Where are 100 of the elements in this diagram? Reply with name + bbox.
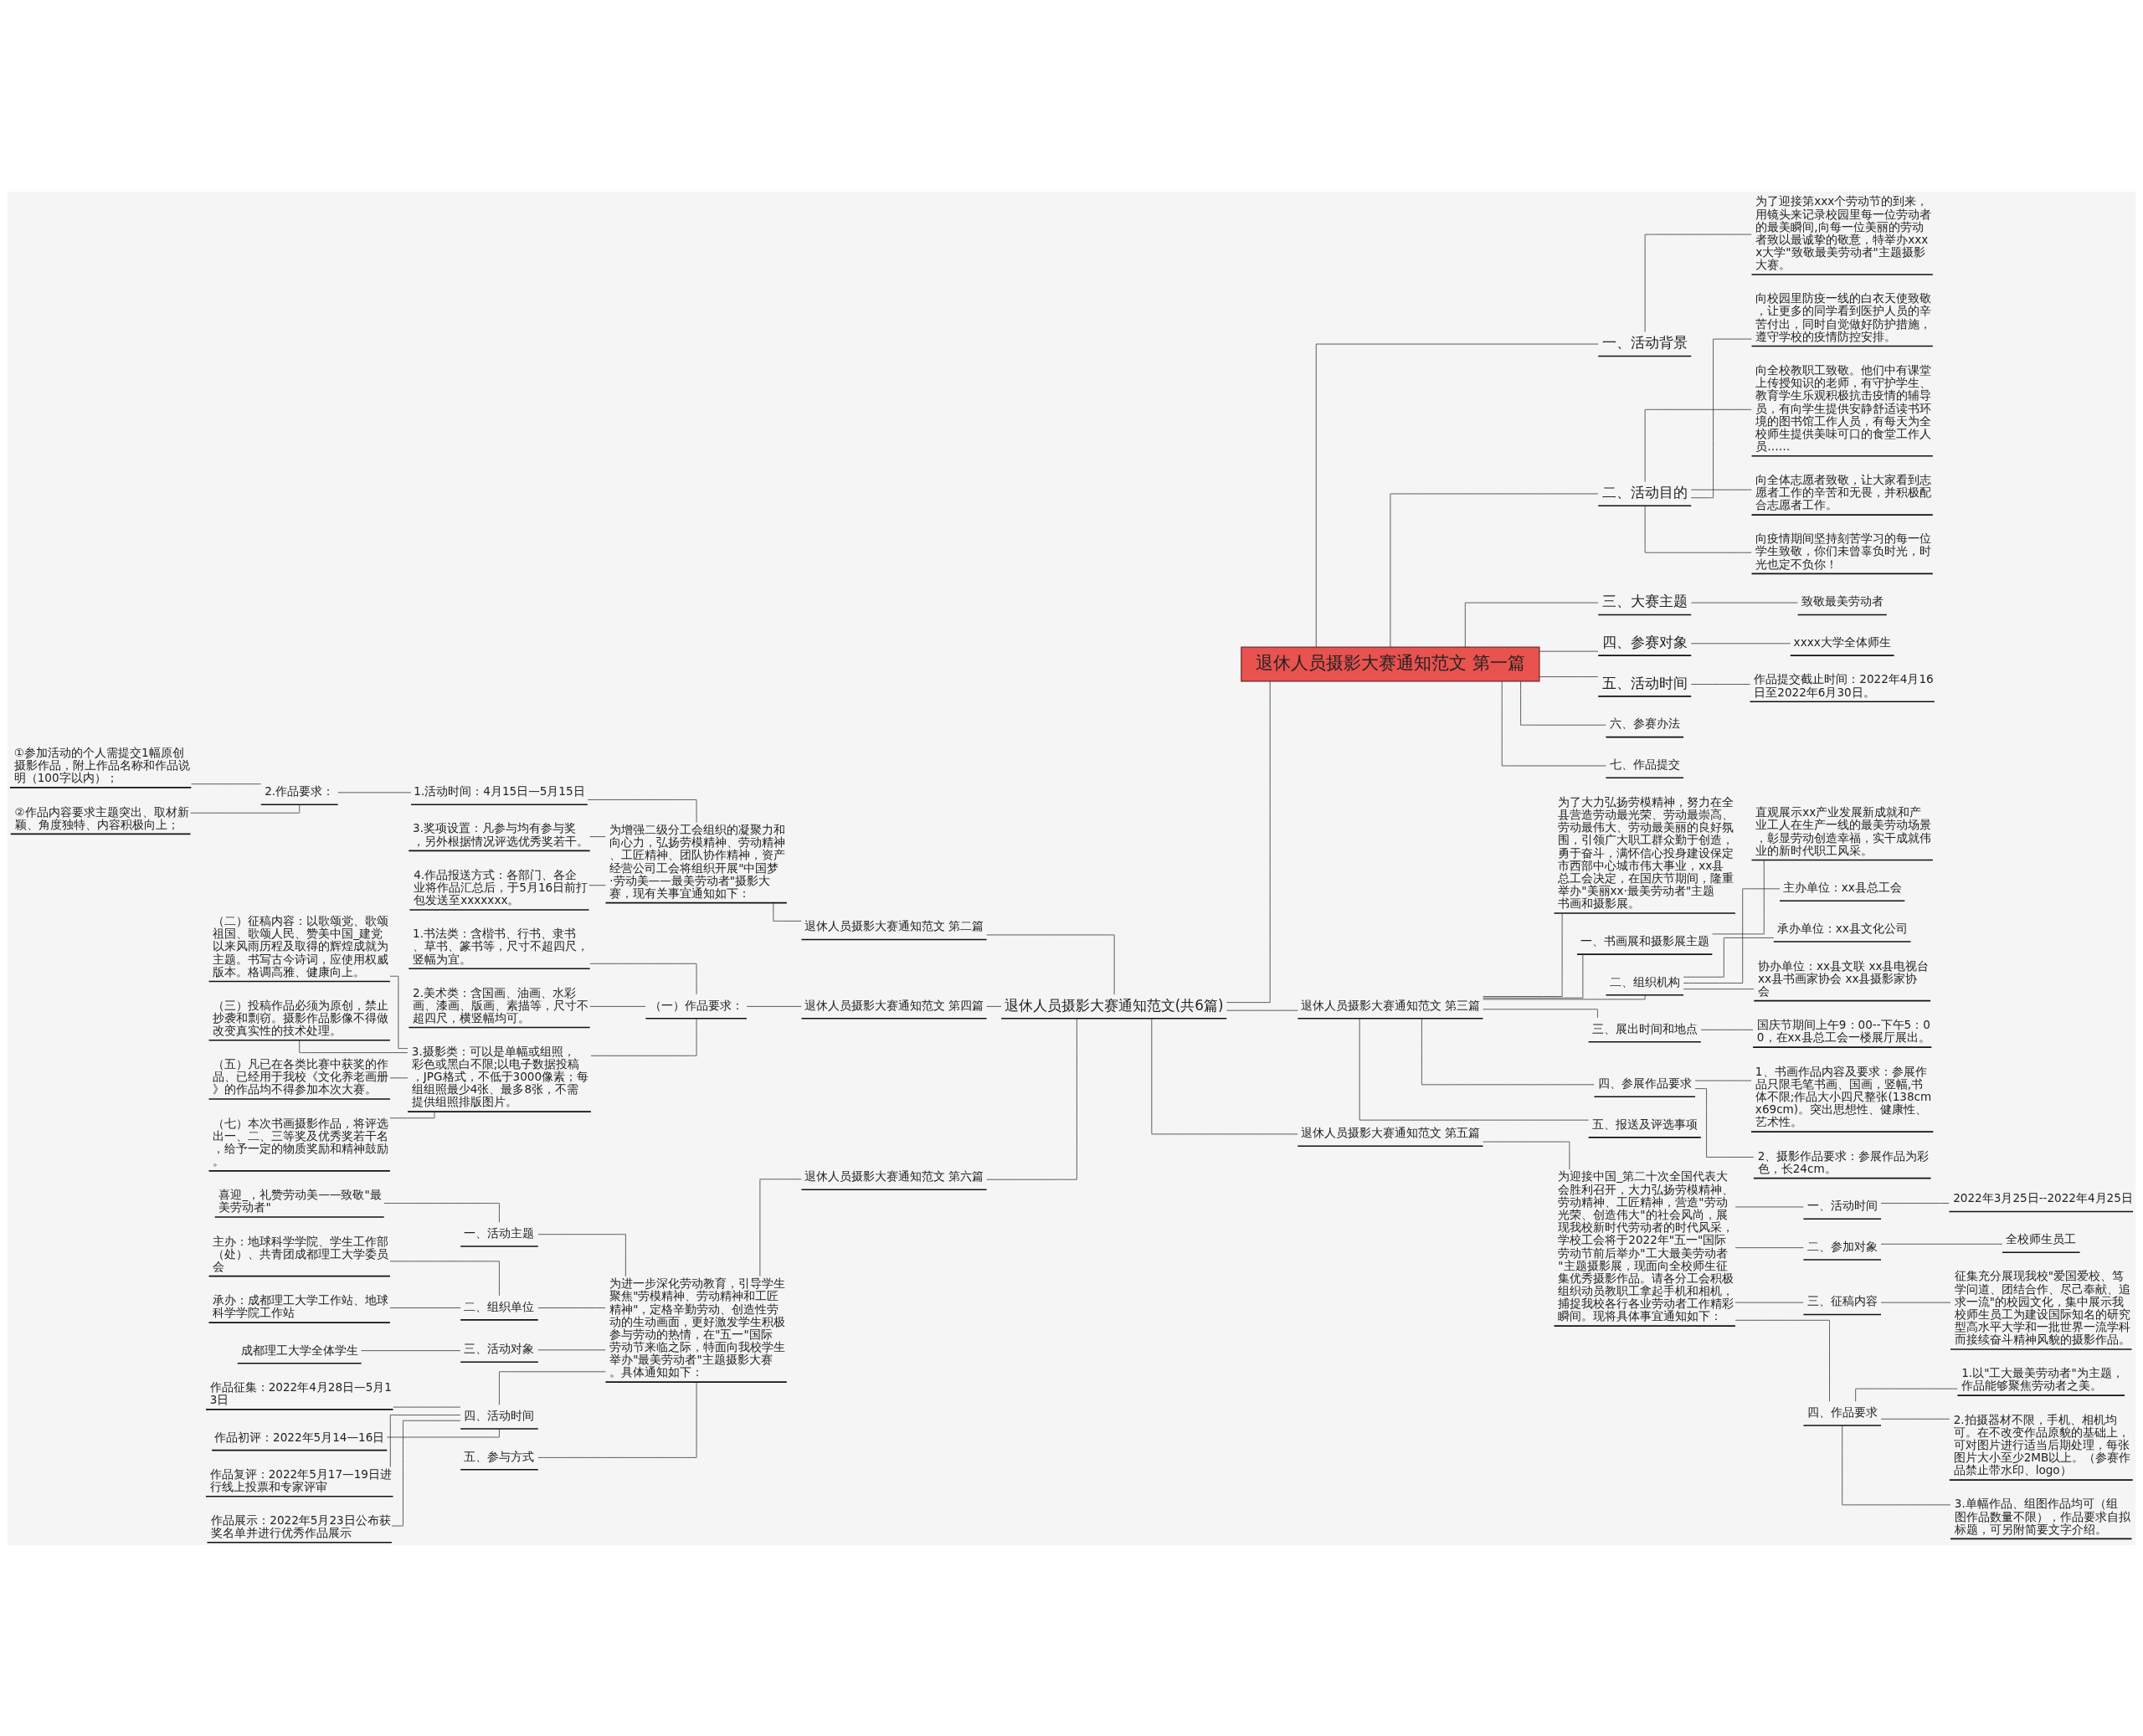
node-text: 1.以"工大最美劳动者"为主题，作品能够聚焦劳动者之美。 <box>1961 1365 2124 1392</box>
node-text: 作品提交截止时间：2022年4月16日至2022年6月30日。 <box>1754 671 1934 699</box>
node-text: 主办：地球科学学院、学生工作部（处）、共青团成都理工大学委员会 <box>213 1234 389 1273</box>
node-text: 四、作品要求 <box>1806 1405 1878 1419</box>
node-text: 退休人员摄影大赛通知范文 第六篇 <box>804 1168 984 1183</box>
connector <box>537 1381 697 1458</box>
node-text: 三、征稿内容 <box>1806 1293 1878 1307</box>
node-text: 一、活动时间 <box>1806 1198 1878 1212</box>
node-text: 为了大力弘扬劳模精神，努力在全县营造劳动最光荣、劳动最崇高、劳动最伟大、劳动最美丽的良好氛围，引领广大职工群众勤于创造，勇于奋斗，满怀信心投身建设保定市西部中心城市伟大事业，xx县总工会决定，在国庆节期间，隆重举办"美丽xx·最美劳动者"主题书画和摄影展。 <box>1558 794 1734 910</box>
node-text: 3.摄影类：可以是单幅或组照，彩色或黑白不限;以电子数据投稿，JPG格式，不低于3000像素；每组组照最少4张、最多8张，不需提供组照排版图片。 <box>411 1044 589 1108</box>
node-text: 2.作品要求： <box>265 783 335 798</box>
node-text: 主办单位：xx县总工会 <box>1782 880 1902 894</box>
connector <box>1421 1017 1595 1085</box>
connector <box>1880 1243 2003 1245</box>
connector <box>1539 650 1599 652</box>
node-text: 作品复评：2022年5月17—19日进行线上投票和专家评审 <box>209 1466 392 1493</box>
connector <box>1539 675 1599 677</box>
connector <box>1734 1319 1830 1402</box>
connector <box>1690 489 1752 490</box>
connector <box>499 1370 606 1405</box>
node-text: 三、展出时间和地点 <box>1591 1021 1698 1035</box>
node-text: 征集充分展现我校"爱国爱校、笃学问道、团结合作、尽己奉献、追求一流"的校园文化，集中展示我校师生员工为建设国际知名的研究型高水平大学和一批世界一流学科而接续奋斗精神风貌的摄影作品。 <box>1954 1268 2130 1346</box>
connector <box>1683 937 1775 978</box>
connector <box>537 1307 606 1308</box>
connector <box>1520 681 1606 726</box>
connector <box>1359 1018 1590 1121</box>
connector <box>1644 408 1752 482</box>
node-text: 退休人员摄影大赛通知范文 第三篇 <box>1300 998 1481 1012</box>
connector <box>299 1040 409 1053</box>
node-text: 退休人员摄影大赛通知范文 第四篇 <box>804 998 984 1012</box>
node-text: 一、书画展和摄影展主题 <box>1580 933 1709 948</box>
node-text: 七、作品提交 <box>1609 757 1680 771</box>
connector <box>383 1202 500 1223</box>
node-text: 四、参展作品要求 <box>1597 1076 1692 1090</box>
node-text: 五、参与方式 <box>464 1449 535 1463</box>
node-text: 全校师生员工 <box>2006 1231 2077 1246</box>
connector <box>1483 994 1646 999</box>
node-text: 向全体志愿者致敬，让大家看到志愿者工作的辛苦和无畏，并积极配合志愿者工作。 <box>1755 472 1932 511</box>
node-text: 为了迎接第xxx个劳动节的到来，用镜头来记录校园里每一位劳动者的最美瞬间,向每一位美丽的劳动者致以最诚挚的敬意，特举办xxxx大学"致敬最美劳动者"主题摄影大赛。 <box>1755 193 1932 271</box>
connector <box>1700 1029 1754 1030</box>
connector <box>1226 681 1271 1003</box>
connector <box>391 1420 461 1526</box>
node-text: 2、摄影作品要求：参展作品为彩色，长24cm。 <box>1757 1148 1930 1175</box>
connector <box>746 1005 802 1007</box>
node-text: ②作品内容要求主题突出、取材新颖、角度独特、内容积极向上； <box>14 804 189 831</box>
node-text: 作品征集：2022年4月28日—5月13日 <box>209 1379 392 1406</box>
connector <box>1483 1141 1570 1169</box>
node-text: 二、活动目的 <box>1601 483 1688 501</box>
connector <box>986 1018 1077 1180</box>
node-text: 向全校教职工致敬。他们中有课堂上传授知识的老师，有守护学生、教育学生乐观积极抗击疫情的辅导员，有向学生提供安静舒适读书环境的图书馆工作人员，有每天为全校师生提供美味可口的食堂工作人员…… <box>1755 362 1932 453</box>
node-text: 二、组织单位 <box>464 1299 535 1313</box>
connector <box>1683 887 1781 984</box>
connector <box>1464 602 1599 647</box>
connector <box>1690 338 1752 498</box>
node-text: 喜迎_，礼赞劳动美——致敬"最美劳动者" <box>218 1187 382 1214</box>
node-text: （七）本次书画摄影作品，将评选出一、二、三等奖及优秀奖若干名，给予一定的物质奖励和精神鼓励。 <box>213 1116 389 1168</box>
connector <box>1390 493 1599 647</box>
node-text: 退休人员摄影大赛通知范文 第二篇 <box>804 918 984 932</box>
node-text: 二、参加对象 <box>1806 1239 1878 1253</box>
connector <box>773 901 802 922</box>
node-text: 三、活动对象 <box>464 1341 535 1355</box>
node-text: xxxx大学全体师生 <box>1793 634 1891 649</box>
connector <box>986 1005 1002 1007</box>
node-text: 退休人员摄影大赛通知范文 第五篇 <box>1300 1125 1481 1139</box>
node-text: 1.活动时间：4月15日—5月15日 <box>414 783 585 798</box>
node-text: 国庆节期间上午9：00--下午5：00，在xx县总工会一楼展厅展出。 <box>1756 1017 1930 1044</box>
node-text: （三）投稿作品必须为原创，禁止抄袭和剽窃。摄影作品影像不得做改变真实性的技术处理。 <box>213 998 389 1037</box>
connector <box>1694 1087 1755 1158</box>
connector <box>1644 234 1752 332</box>
connector <box>1151 1018 1298 1134</box>
connector <box>389 1260 500 1296</box>
node-text: 作品展示：2022年5月23日公布获奖名单并进行优秀作品展示 <box>211 1513 391 1539</box>
node-text: 2.美术类：含国画、油画、水彩画、漆画、版画、素描等，尺寸不超四尺，横竖幅均可。 <box>413 985 589 1025</box>
connector <box>389 1307 461 1308</box>
connector <box>1483 912 1563 997</box>
node-text: 退休人员摄影大赛通知范文(共6篇) <box>1004 996 1224 1014</box>
connector <box>387 1428 500 1437</box>
node-text: 3.单幅作品、组图作品均可（组图作品数量不限），作品要求自拟标题，可另附简要文字介绍。 <box>1954 1496 2130 1536</box>
node-text: （一）作品要求： <box>649 998 743 1012</box>
node-text: 四、参赛对象 <box>1601 633 1688 650</box>
node-text: 3.奖项设置：凡参与均有参与奖，另外根据情况评选优秀奖若干。 <box>413 820 589 848</box>
connector <box>759 1178 802 1276</box>
connector <box>590 1018 697 1056</box>
node-text: 三、大赛主题 <box>1601 592 1688 609</box>
connector <box>1855 1388 1958 1402</box>
connector <box>1644 505 1752 553</box>
node-text: 1.书法类：含楷书、行书、隶书、草书、篆书等，尺寸不超四尺，竖幅为宜。 <box>413 926 589 966</box>
connector <box>1880 1202 1950 1204</box>
node-text: 为增强二级分工会组织的凝聚力和向心力，弘扬劳模精神、劳动精神、工匠精神、团队协作精神，资产经营公司工会将组织开展"中国梦·劳动美——最美劳动者"摄影大赛，现有关事宜通知如下： <box>609 822 786 900</box>
node-text: 向校园里防疫一线的白衣天使致敬，让更多的同学看到医护人员的辛苦付出，同时自觉做好防护措施，遵守学校的疫情防控安排。 <box>1755 290 1932 343</box>
node-text: 作品初评：2022年5月14—16日 <box>214 1430 385 1444</box>
connector <box>1690 642 1791 644</box>
node-text: 一、活动背景 <box>1601 333 1688 351</box>
node-text: 协办单位：xx县文联 xx县电视台 xx县书画家协会 xx县摄影家协会 <box>1758 958 1930 998</box>
connector <box>587 799 697 823</box>
node-text: 2022年3月25日--2022年4月25日 <box>1953 1190 2133 1204</box>
connector <box>1842 1425 1951 1505</box>
node-text: 直观展示xx产业发展新成就和产业工人在生产一线的最美劳动场景，彰显劳动创造幸福，实干成就伟业的新时代职工风采。 <box>1755 804 1932 857</box>
node-text: 为迎接中国_第二十次全国代表大会胜利召开，大力弘扬劳模精神、劳动精神、工匠精神，营造"劳动光荣、创造伟大"的社会风尚，展现我校新时代劳动者的时代风采，学校工会将于2022年"五一"国际劳动节前后举办"工大最美劳动者"主题摄影展，现面向全校师生征集优秀摄影作品。请各分工会积极组织动员教职工拿起手机和相机，捕捉我校各行各业劳动者工作精彩瞬间。现将具体事宜通知如下： <box>1558 1168 1734 1323</box>
connector <box>389 1111 435 1118</box>
